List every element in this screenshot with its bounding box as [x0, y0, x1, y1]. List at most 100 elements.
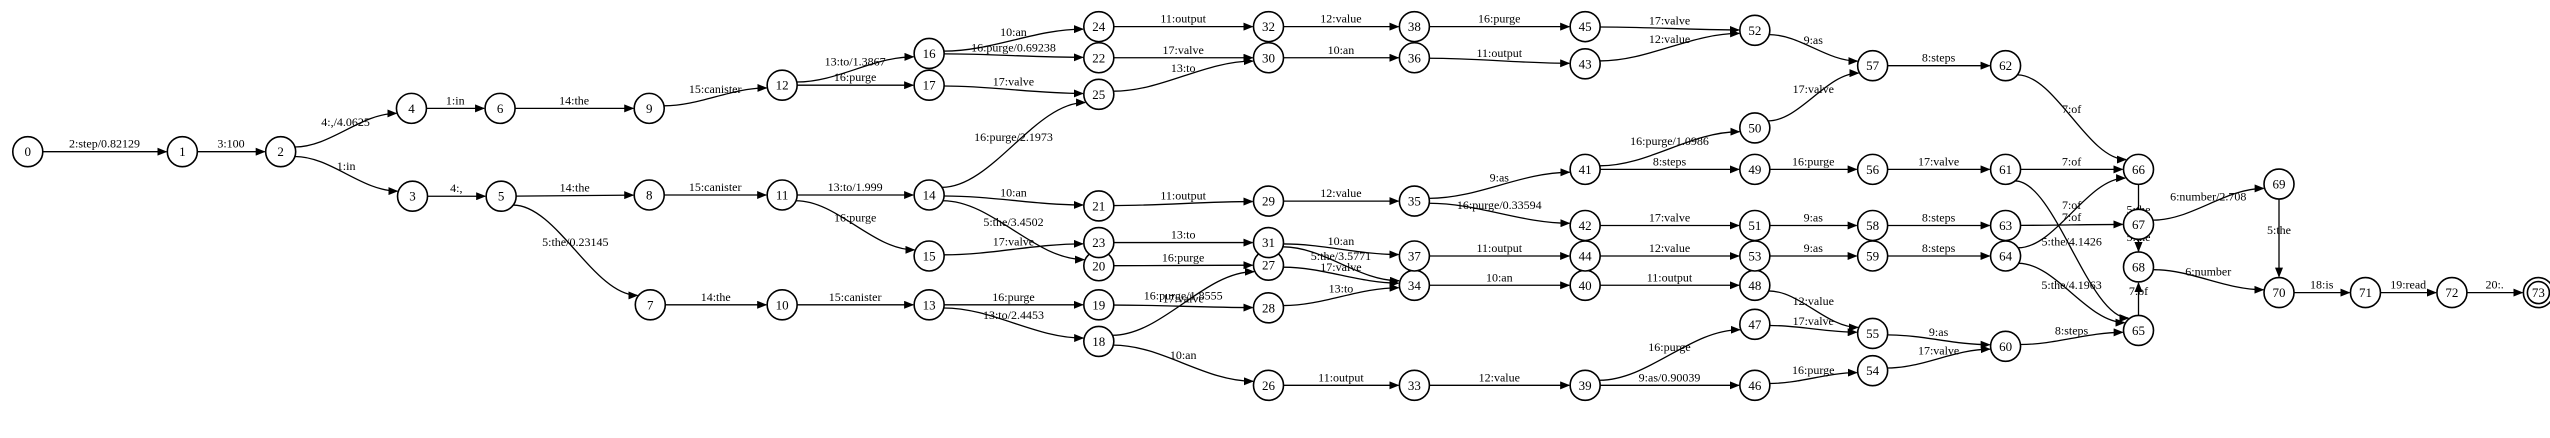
edge-16-24: 10:an: [943, 25, 1085, 52]
state-node-63: 63: [1989, 209, 2022, 242]
edge-41-49: 8:steps: [1600, 154, 1740, 174]
state-node-20: 20: [1083, 249, 1115, 282]
state-node-19: 19: [1083, 288, 1115, 321]
state-node-55: 55: [1856, 317, 1889, 350]
edge-64-66: 7:of: [2018, 174, 2127, 249]
state-circle: [1398, 10, 1431, 43]
edge-label: 6:number: [2185, 265, 2231, 279]
state-label: 0: [25, 144, 32, 159]
state-circle: [1569, 10, 1601, 43]
state-node-28: 28: [1252, 292, 1285, 324]
state-circle: [2122, 153, 2155, 186]
edge-label: 12:value: [1649, 32, 1690, 46]
final-state-inner-ring: [2526, 280, 2550, 305]
edge-37-44: 11:output: [1429, 241, 1571, 260]
state-circle: [913, 288, 945, 321]
edge-label: 13:to: [1329, 282, 1354, 296]
state-label: 60: [1999, 339, 2012, 354]
edge-70-71: 18:is: [2293, 278, 2351, 297]
edge-line: [513, 204, 639, 300]
state-label: 68: [2132, 259, 2145, 274]
edge-43-52: 12:value: [1599, 29, 1741, 62]
state-circle: [2263, 276, 2295, 309]
edge-68-70: 6:number: [2153, 265, 2265, 294]
edge-14-20: 5:the/3.4502: [942, 200, 1086, 264]
state-node-72: 72: [2436, 276, 2468, 309]
edge-27-34: 17:valve: [1283, 260, 1400, 288]
state-label: 15: [923, 249, 936, 264]
edge-label: 16:purge/0.69238: [971, 41, 1056, 55]
edge-47-55: 17:valve: [1769, 314, 1858, 337]
edge-60-65: 8:steps: [2020, 323, 2124, 346]
edge-line: [663, 83, 768, 107]
state-label: 17: [923, 78, 937, 93]
state-node-60: 60: [1989, 330, 2022, 363]
edge-label: 17:valve: [993, 75, 1034, 89]
edge-label: 13:to/1.3867: [825, 54, 886, 68]
state-node-31: 31: [1252, 226, 1285, 259]
state-node-37: 37: [1398, 240, 1431, 272]
state-label: 55: [1866, 326, 1879, 341]
state-circle: [1252, 41, 1285, 74]
edge-label: 20:.: [2485, 278, 2503, 292]
edge-label: 15:canister: [689, 180, 742, 194]
state-circle: [485, 180, 517, 213]
state-label: 71: [2359, 285, 2372, 300]
state-label: 54: [1866, 363, 1880, 378]
edge-label: 17:valve: [1162, 43, 1203, 57]
state-circle: [1739, 112, 1771, 144]
state-node-18: 18: [1083, 325, 1115, 358]
state-label: 43: [1579, 56, 1592, 71]
state-label: 67: [2132, 217, 2146, 232]
state-label: 34: [1408, 278, 1422, 293]
edge-24-32: 11:output: [1113, 12, 1254, 31]
state-node-54: 54: [1856, 354, 1889, 387]
edge-38-45: 16:purge: [1429, 12, 1571, 31]
state-node-8: 8: [633, 179, 666, 211]
edge-15-23: 17:valve: [944, 234, 1084, 256]
state-label: 41: [1579, 162, 1592, 177]
edge-20-27: 16:purge: [1113, 250, 1254, 270]
state-node-11: 11: [766, 179, 798, 211]
edge-line: [1429, 57, 1571, 68]
edge-label: 10:an: [1000, 25, 1027, 39]
state-node-62: 62: [1989, 49, 2022, 82]
edge-label: 16:purge/1.0986: [1630, 134, 1709, 148]
edge-61-65: 5:the/4.1426: [2015, 180, 2130, 323]
state-label: 20: [1092, 258, 1105, 273]
edge-label: 13:to: [1171, 61, 1196, 75]
state-circle: [1252, 369, 1285, 402]
edge-26-33: 11:output: [1283, 370, 1400, 390]
state-label: 70: [2273, 285, 2286, 300]
edge-39-46: 9:as/0.90039: [1600, 370, 1740, 390]
state-circle: [1569, 240, 1601, 272]
state-node-44: 44: [1569, 240, 1601, 272]
edge-44-53: 12:value: [1600, 241, 1740, 260]
state-node-49: 49: [1739, 153, 1771, 186]
edge-label: 5:the/3.5771: [1311, 249, 1371, 263]
state-label: 8: [646, 188, 653, 203]
edge-31-34: 5:the/3.5771: [1282, 246, 1401, 285]
state-node-56: 56: [1856, 153, 1889, 186]
state-node-59: 59: [1856, 240, 1889, 272]
edge-48-55: 12:value: [1768, 290, 1859, 332]
edge-label: 9:as/0.90039: [1639, 370, 1701, 384]
edge-line: [1112, 267, 1255, 336]
state-label: 28: [1262, 300, 1275, 315]
edge-label: 16:purge: [1162, 250, 1204, 264]
edge-0-1: 2:step/0.82129: [42, 137, 168, 156]
edge-65-68: 7:of: [2129, 281, 2148, 316]
edge-64-65: 5:the/4.1963: [2018, 262, 2126, 327]
state-circle: [1739, 369, 1771, 402]
edge-36-43: 11:output: [1429, 46, 1571, 68]
edge-41-50: 16:purge/1.0986: [1599, 127, 1741, 167]
edge-label: 3:100: [217, 137, 244, 151]
state-node-51: 51: [1739, 209, 1771, 242]
state-circle: [1083, 288, 1115, 321]
edge-label: 16:purge: [834, 70, 876, 84]
edge-label: 14:the: [701, 290, 731, 304]
edge-label: 16:purge/2.1973: [974, 130, 1053, 144]
